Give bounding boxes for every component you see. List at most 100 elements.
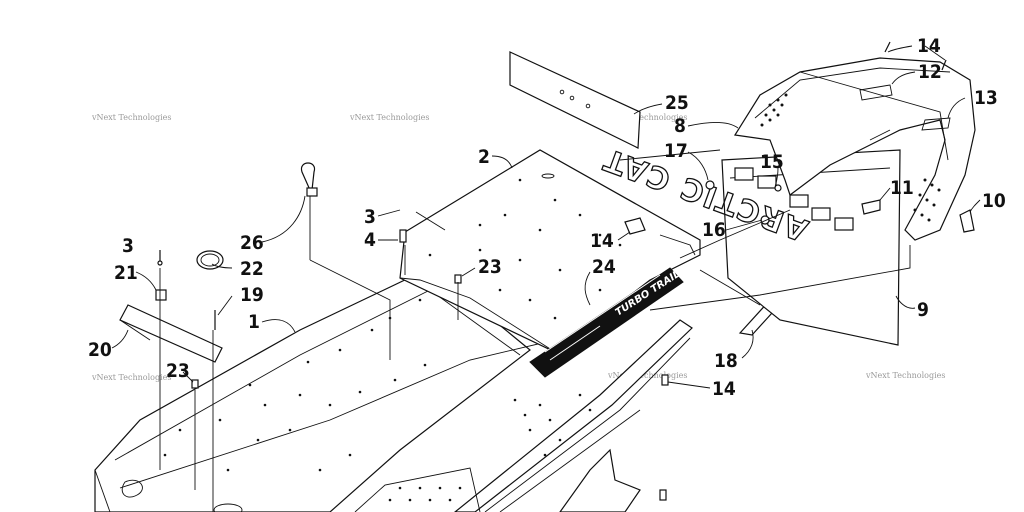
rivet-dot — [226, 468, 230, 472]
bracket-part-20 — [119, 304, 223, 363]
rivet-dot — [543, 453, 547, 457]
rivet-dot — [538, 403, 542, 407]
callout-14b: 14 — [590, 230, 614, 252]
callout-numbers: 1 2 3 3 4 8 9 10 11 12 13 14 14 14 15 16… — [88, 35, 1006, 400]
callout-8: 8 — [674, 115, 686, 137]
callout-20: 20 — [88, 339, 112, 361]
callout-17: 17 — [664, 140, 688, 162]
rivet-dot — [248, 383, 252, 387]
rivet-dot — [518, 258, 522, 262]
callout-leaders — [111, 45, 981, 389]
rivet-dot — [218, 418, 222, 422]
callout-16: 16 — [702, 219, 726, 241]
hardware — [155, 41, 975, 501]
rivet-dot — [163, 453, 167, 457]
rivet-dot — [503, 213, 507, 217]
callout-11: 11 — [890, 177, 914, 199]
callout-3b: 3 — [364, 206, 376, 228]
rivet-dot — [558, 268, 562, 272]
rear-bumper-part-12 — [734, 57, 976, 241]
callout-14c: 14 — [712, 378, 736, 400]
bumper-vent-holes-left — [760, 93, 788, 127]
rivet-dot — [348, 453, 352, 457]
rivet-dot — [523, 413, 527, 417]
rivet-dot — [588, 408, 592, 412]
rivet-dot — [358, 390, 362, 394]
rivet-dot — [458, 486, 462, 490]
rivet-dot — [423, 363, 427, 367]
rivet-dot — [418, 486, 422, 490]
callout-2: 2 — [478, 146, 490, 168]
rivet-dot — [418, 298, 422, 302]
bottom-bracket — [354, 448, 641, 512]
callout-3a: 3 — [122, 235, 134, 257]
callout-23a: 23 — [166, 360, 190, 382]
rivets — [163, 178, 622, 502]
callout-1: 1 — [248, 311, 260, 333]
callout-23b: 23 — [478, 256, 502, 278]
rivet-dot — [318, 468, 322, 472]
rivet-dot — [256, 438, 260, 442]
watermark: vNext Technologies — [91, 373, 171, 382]
rivet-dot — [306, 360, 310, 364]
watermark: vNext Technologies — [607, 371, 687, 380]
callout-24: 24 — [592, 256, 616, 278]
rivet-dot — [448, 498, 452, 502]
callout-14a: 14 — [917, 35, 941, 57]
watermark: vNext Technologies — [607, 113, 687, 122]
rivet-dot — [553, 198, 557, 202]
callout-4: 4 — [364, 229, 376, 251]
side-rail — [454, 319, 693, 512]
rivet-dot — [428, 498, 432, 502]
handle-part-26 — [300, 162, 318, 197]
rivet-dot — [528, 298, 532, 302]
callout-21: 21 — [114, 262, 138, 284]
rivet-dot — [388, 316, 392, 320]
rivet-dot — [618, 243, 622, 247]
rivet-dot — [528, 428, 532, 432]
rivet-dot — [558, 438, 562, 442]
rivet-dot — [478, 223, 482, 227]
rivet-dot — [398, 486, 402, 490]
callout-10: 10 — [982, 190, 1006, 212]
rivet-dot — [548, 418, 552, 422]
rivet-dot — [328, 403, 332, 407]
rivet-dot — [498, 288, 502, 292]
callout-18: 18 — [714, 350, 738, 372]
watermark: vNext Technologies — [349, 113, 429, 122]
rivet-dot — [393, 378, 397, 382]
rivet-dot — [598, 288, 602, 292]
callout-26: 26 — [240, 232, 264, 254]
callout-25: 25 — [665, 92, 689, 114]
watermark: vNext Technologies — [865, 371, 945, 380]
callout-9: 9 — [917, 299, 929, 321]
callout-15: 15 — [760, 151, 784, 173]
rivet-dot — [428, 253, 432, 257]
rivet-dot — [578, 213, 582, 217]
callout-22: 22 — [240, 258, 264, 280]
bumper-vent-holes-right — [913, 178, 941, 222]
rivet-dot — [263, 403, 267, 407]
rivet-dot — [298, 393, 302, 397]
callout-12: 12 — [918, 61, 942, 83]
rivet-dot — [438, 486, 442, 490]
tunnel-part-1 — [94, 267, 556, 512]
callout-13: 13 — [974, 87, 998, 109]
rivet-dot — [598, 233, 602, 237]
rivet-dot — [408, 498, 412, 502]
rivet-dot — [513, 398, 517, 402]
rivet-dot — [578, 393, 582, 397]
flap-part-25 — [509, 51, 641, 149]
rivet-dot — [478, 248, 482, 252]
rivet-dot — [178, 428, 182, 432]
rivet-dot — [388, 498, 392, 502]
rivet-dot — [370, 328, 374, 332]
leader-lines — [159, 129, 911, 512]
rivet-dot — [538, 228, 542, 232]
rivet-dot — [338, 348, 342, 352]
rivet-dot — [553, 316, 557, 320]
callout-19: 19 — [240, 284, 264, 306]
rivet-dot — [288, 428, 292, 432]
rivet-dot — [518, 178, 522, 182]
